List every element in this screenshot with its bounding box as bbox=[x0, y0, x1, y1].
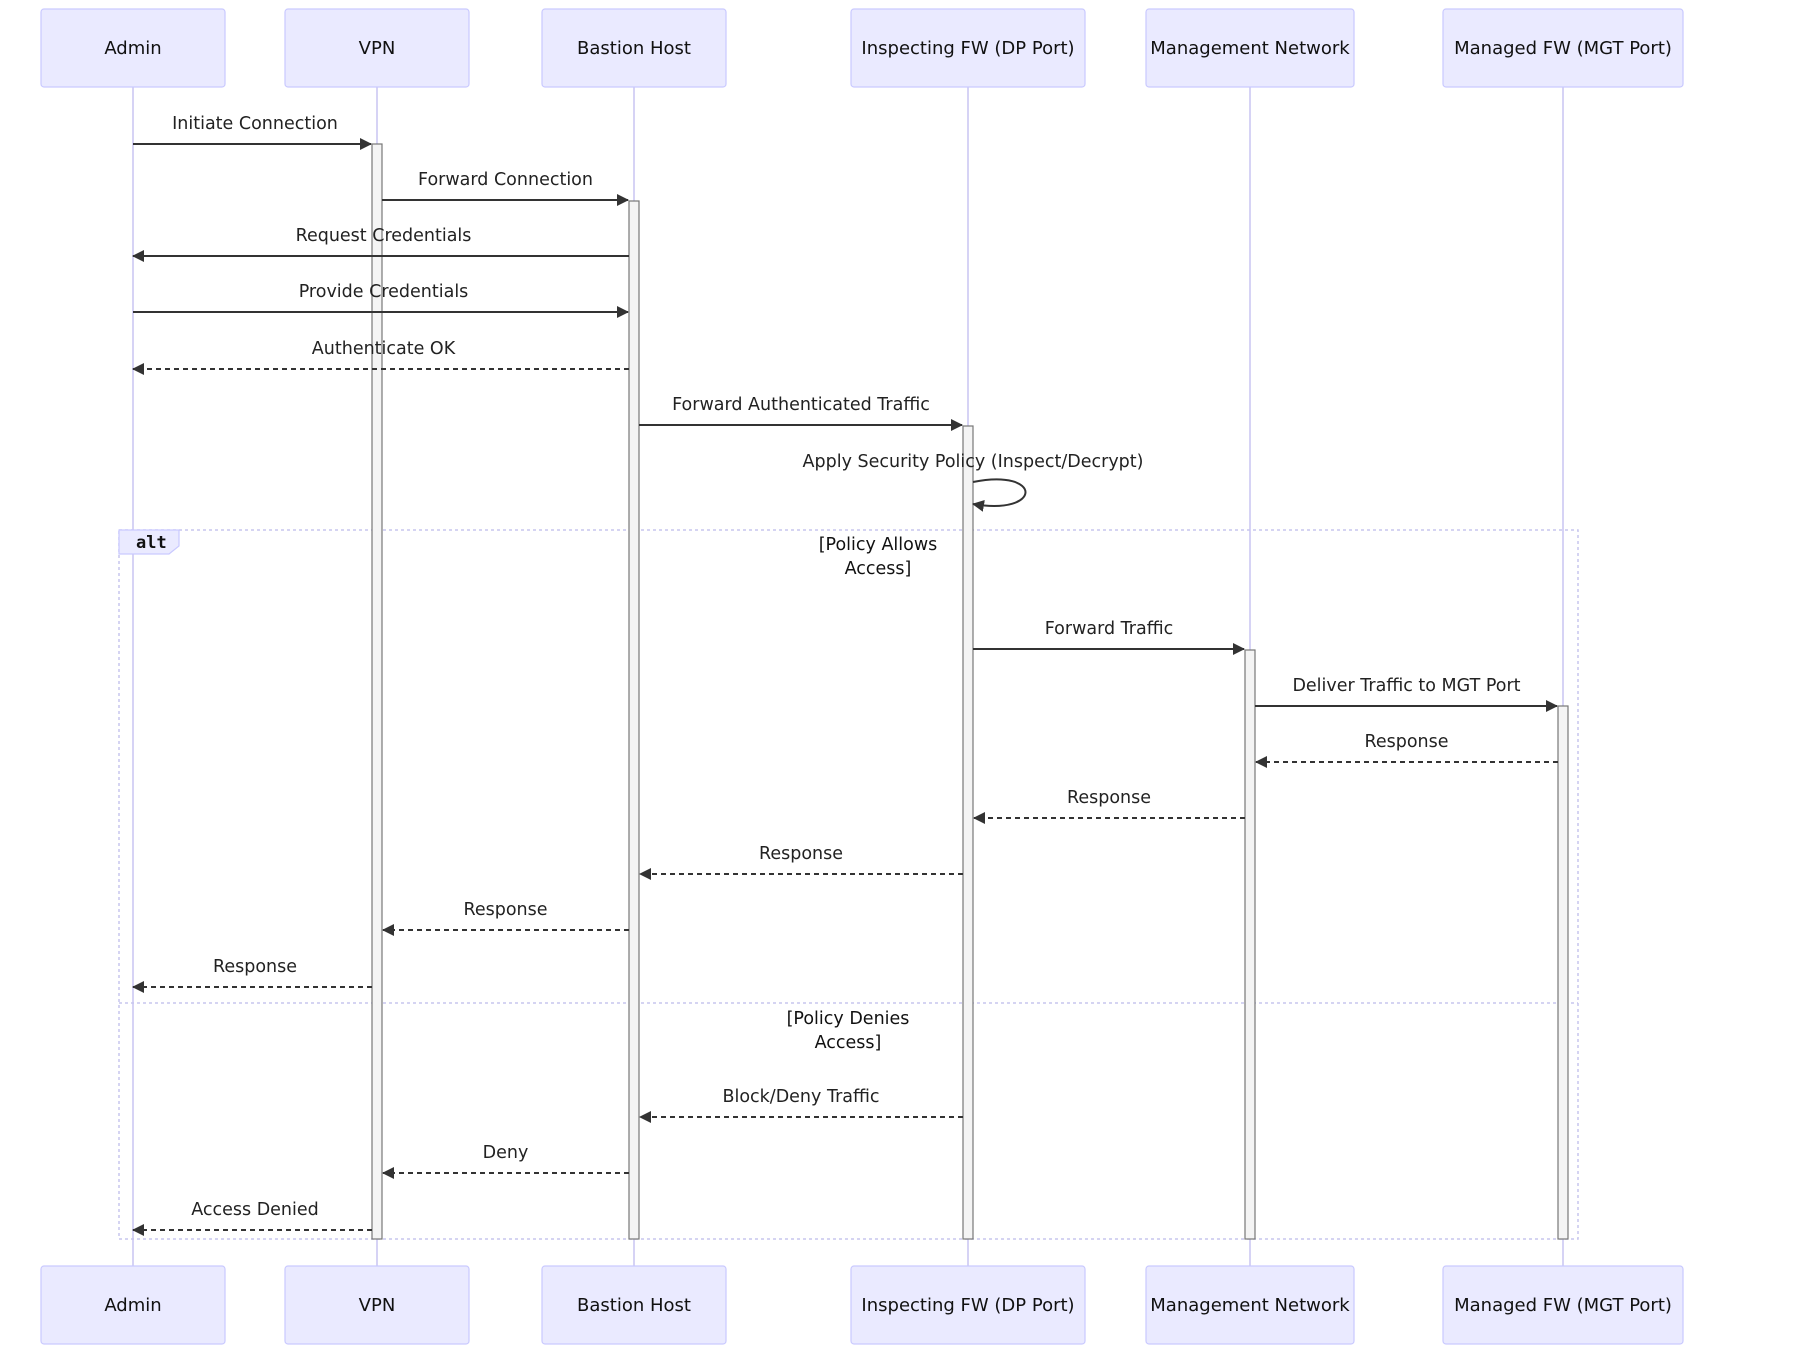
alt-frame-border bbox=[118, 529, 1579, 1240]
participant-label: Bastion Host bbox=[577, 1295, 691, 1316]
message-label: Block/Deny Traffic bbox=[722, 1087, 879, 1107]
message-14: Response bbox=[132, 957, 372, 993]
message-2: Forward Connection bbox=[382, 170, 629, 206]
message-label: Forward Authenticated Traffic bbox=[672, 395, 930, 415]
participant-label: Admin bbox=[104, 1295, 161, 1316]
message-label: Forward Connection bbox=[418, 170, 593, 190]
participant-box[interactable] bbox=[1145, 8, 1355, 88]
participant-box[interactable] bbox=[541, 8, 727, 88]
participant-mgmtnet-top[interactable]: Management Network bbox=[1145, 8, 1355, 88]
message-7: Apply Security Policy (Inspect/Decrypt) bbox=[803, 452, 1144, 512]
alt-condition-label: [Policy Denies bbox=[787, 1009, 910, 1029]
participant-admin-bottom[interactable]: Admin bbox=[40, 1265, 226, 1345]
alt-condition-label: [Policy Allows bbox=[819, 535, 938, 555]
message-17: Access Denied bbox=[132, 1200, 372, 1236]
message-13: Response bbox=[382, 900, 629, 936]
activation-mgdfw bbox=[1557, 705, 1569, 1240]
participant-label: Management Network bbox=[1150, 1295, 1350, 1316]
activation-vpn bbox=[371, 143, 383, 1240]
message-5: Authenticate OK bbox=[132, 339, 629, 375]
activation-bars bbox=[371, 143, 1569, 1240]
message-8: Forward Traffic bbox=[973, 619, 1245, 655]
message-label: Forward Traffic bbox=[1045, 619, 1174, 639]
participant-mgmtnet-bottom[interactable]: Management Network bbox=[1145, 1265, 1355, 1345]
message-15: Block/Deny Traffic bbox=[639, 1087, 963, 1123]
participant-label: Inspecting FW (DP Port) bbox=[861, 38, 1074, 59]
participant-vpn-bottom[interactable]: VPN bbox=[284, 1265, 470, 1345]
participant-vpn-top[interactable]: VPN bbox=[284, 8, 470, 88]
message-label: Response bbox=[463, 900, 547, 920]
message-label: Response bbox=[1067, 788, 1151, 808]
participant-box[interactable] bbox=[850, 1265, 1086, 1345]
message-label: Authenticate OK bbox=[312, 339, 456, 359]
participant-inspfw-bottom[interactable]: Inspecting FW (DP Port) bbox=[850, 1265, 1086, 1345]
participant-label: Managed FW (MGT Port) bbox=[1454, 1295, 1672, 1316]
message-3: Request Credentials bbox=[132, 226, 629, 262]
participant-label: Admin bbox=[104, 38, 161, 59]
participant-box[interactable] bbox=[541, 1265, 727, 1345]
alt-frame-tag bbox=[118, 529, 180, 555]
message-16: Deny bbox=[382, 1143, 629, 1179]
alt-frame-tag-label: alt bbox=[136, 533, 167, 553]
participant-label: Management Network bbox=[1150, 38, 1350, 59]
activation-mgmtnet bbox=[1244, 649, 1256, 1240]
message-4: Provide Credentials bbox=[133, 282, 629, 318]
message-label: Apply Security Policy (Inspect/Decrypt) bbox=[803, 452, 1144, 472]
participant-bastion-bottom[interactable]: Bastion Host bbox=[541, 1265, 727, 1345]
message-label: Deny bbox=[483, 1143, 529, 1163]
self-message-arrow bbox=[972, 478, 1027, 512]
participant-admin-top[interactable]: Admin bbox=[40, 8, 226, 88]
participant-mgdfw-top[interactable]: Managed FW (MGT Port) bbox=[1442, 8, 1684, 88]
message-label: Response bbox=[213, 957, 297, 977]
participant-box[interactable] bbox=[850, 8, 1086, 88]
message-1: Initiate Connection bbox=[133, 114, 372, 150]
participant-box[interactable] bbox=[284, 1265, 470, 1345]
message-10: Response bbox=[1255, 732, 1558, 768]
participant-box[interactable] bbox=[1442, 1265, 1684, 1345]
message-label: Provide Credentials bbox=[299, 282, 469, 302]
activation-inspfw bbox=[962, 425, 974, 1240]
participant-box[interactable] bbox=[1145, 1265, 1355, 1345]
message-9: Deliver Traffic to MGT Port bbox=[1255, 676, 1558, 712]
participant-box[interactable] bbox=[40, 8, 226, 88]
participant-label: VPN bbox=[359, 1295, 396, 1316]
participant-label: Managed FW (MGT Port) bbox=[1454, 38, 1672, 59]
message-label: Response bbox=[1364, 732, 1448, 752]
participant-mgdfw-bottom[interactable]: Managed FW (MGT Port) bbox=[1442, 1265, 1684, 1345]
message-label: Request Credentials bbox=[296, 226, 472, 246]
message-6: Forward Authenticated Traffic bbox=[639, 395, 963, 431]
participant-bastion-top[interactable]: Bastion Host bbox=[541, 8, 727, 88]
participant-label: Inspecting FW (DP Port) bbox=[861, 1295, 1074, 1316]
message-label: Access Denied bbox=[191, 1200, 319, 1220]
alt-condition-label: Access] bbox=[815, 1033, 882, 1053]
message-label: Response bbox=[759, 844, 843, 864]
participant-label: VPN bbox=[359, 38, 396, 59]
participant-inspfw-top[interactable]: Inspecting FW (DP Port) bbox=[850, 8, 1086, 88]
participant-box[interactable] bbox=[1442, 8, 1684, 88]
participant-label: Bastion Host bbox=[577, 38, 691, 59]
message-label: Initiate Connection bbox=[172, 114, 338, 134]
activation-bastion bbox=[628, 200, 640, 1240]
participant-box[interactable] bbox=[40, 1265, 226, 1345]
message-11: Response bbox=[973, 788, 1245, 824]
message-12: Response bbox=[639, 844, 963, 880]
participant-box[interactable] bbox=[284, 8, 470, 88]
message-label: Deliver Traffic to MGT Port bbox=[1292, 676, 1520, 696]
alt-condition-label: Access] bbox=[845, 559, 912, 579]
